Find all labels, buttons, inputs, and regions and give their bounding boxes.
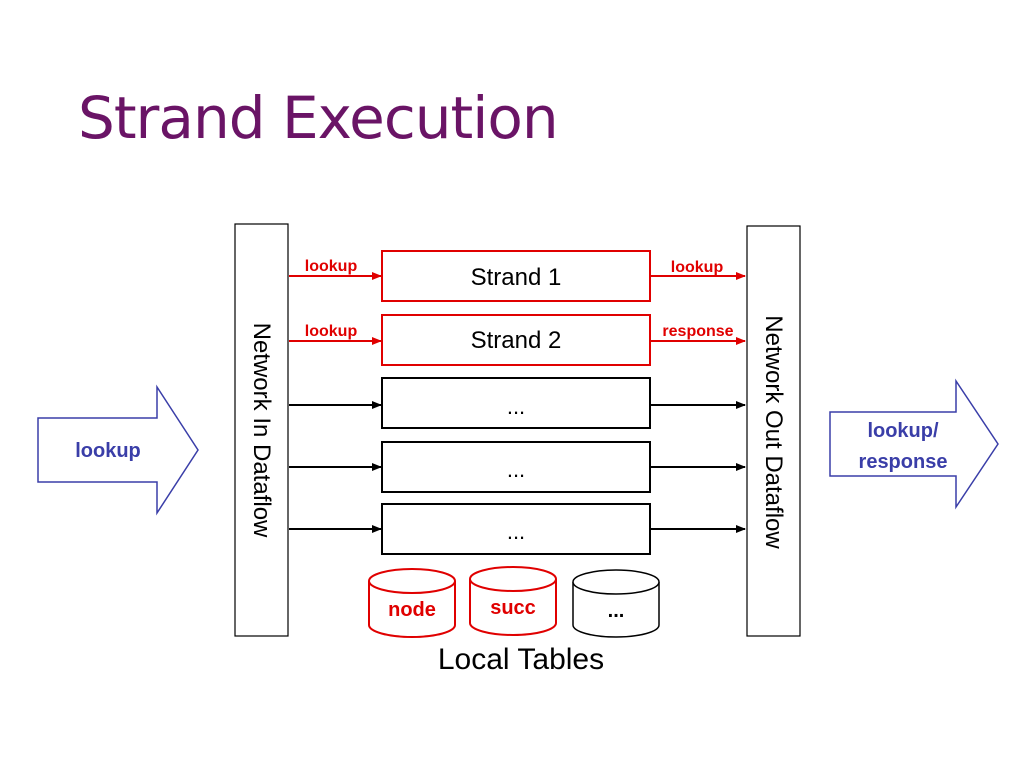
strand-output-label: response	[662, 323, 733, 340]
strand-row: ...	[289, 503, 746, 555]
strand-row: ...	[289, 441, 746, 493]
strand-input-label: lookup	[305, 323, 358, 340]
network-out-dataflow: Network Out Dataflow	[746, 225, 801, 637]
strand-label: Strand 2	[471, 327, 562, 354]
strand-label: Strand 1	[471, 264, 562, 291]
strand-label: ...	[507, 457, 525, 482]
network-out-label: Network Out Dataflow	[760, 315, 787, 549]
input-lookup-arrow: lookup	[37, 384, 199, 516]
strand-row: lookup Strand 1 lookup	[289, 250, 746, 302]
output-arrow-label-line2: response	[859, 451, 948, 473]
input-arrow-label: lookup	[75, 440, 141, 462]
output-arrow-label-line1: lookup/	[867, 420, 939, 442]
table-label: node	[388, 599, 436, 621]
table-label: ...	[608, 600, 625, 622]
strand-box	[381, 503, 651, 555]
network-in-dataflow: Network In Dataflow	[234, 223, 289, 637]
strand-input-label: lookup	[305, 258, 358, 275]
table-cylinder-ellipsis: ...	[572, 569, 660, 638]
strand-box	[381, 250, 651, 302]
strand-box	[381, 377, 651, 429]
network-in-label: Network In Dataflow	[248, 323, 275, 538]
strand-box	[381, 314, 651, 366]
strand-row: ...	[289, 377, 746, 429]
table-cylinder-succ: succ	[469, 566, 557, 636]
local-tables-label: Local Tables	[438, 643, 604, 676]
table-label: succ	[490, 597, 536, 619]
slide-title: Strand Execution	[78, 84, 559, 152]
strand-output-label: lookup	[671, 259, 724, 276]
table-cylinder-node: node	[368, 568, 456, 638]
output-lookup-response-arrow: lookup/ response	[829, 378, 999, 510]
strand-label: ...	[507, 394, 525, 419]
strand-label: ...	[507, 519, 525, 544]
strand-row: lookup Strand 2 response	[289, 314, 746, 366]
